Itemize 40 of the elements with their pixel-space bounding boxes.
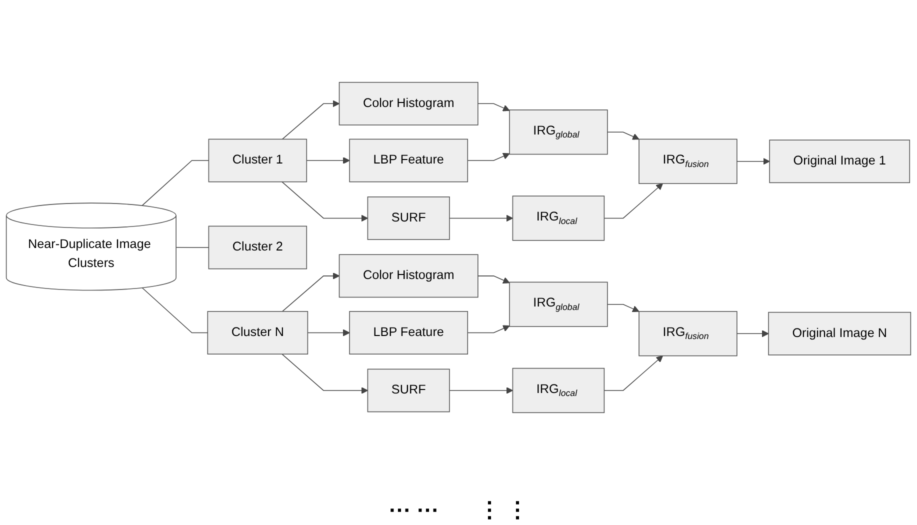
connector [142, 287, 208, 334]
arrow [607, 304, 640, 312]
node-box: SURF [367, 196, 450, 240]
node-box: Original Image 1 [769, 140, 910, 184]
node-box: IRG$_{local}$ [512, 196, 605, 241]
arrow [467, 152, 510, 161]
node-box: Color Histogram [338, 254, 478, 298]
arrow [467, 325, 510, 334]
arrow [736, 330, 769, 338]
arrow [282, 354, 368, 394]
connector [142, 160, 210, 206]
arrow [449, 214, 514, 222]
arrow [282, 100, 340, 140]
arrow [478, 276, 510, 284]
arrow [604, 183, 664, 219]
node-box: IRG$_{local}$ [512, 368, 605, 414]
node-box: SURF [367, 368, 450, 412]
node-box: Original Image N [768, 312, 912, 356]
arrow [449, 387, 514, 394]
node-box: Color Histogram [338, 82, 478, 126]
arrow [607, 132, 640, 140]
ellipsis-mark: ⋮ ⋮ [478, 497, 529, 523]
arrow [306, 157, 350, 164]
arrow [736, 158, 770, 165]
node-box: IRG$_{fusion}$ [638, 311, 738, 356]
node-box: LBP Feature [349, 311, 468, 354]
node-box: IRG$_{global}$ [509, 110, 608, 155]
arrow [282, 181, 368, 222]
arrow [282, 272, 340, 312]
node-box: IRG$_{global}$ [509, 282, 608, 327]
arrow [604, 356, 664, 391]
node-box: Cluster N [207, 311, 308, 354]
node-box: LBP Feature [349, 138, 468, 182]
arrow [307, 329, 350, 336]
ellipsis-mark: ⋯ ⋯ [388, 497, 438, 523]
arrow [478, 103, 510, 112]
node-box: Cluster 2 [208, 226, 308, 270]
node-box: Cluster 1 [208, 138, 308, 182]
node-box: IRG$_{fusion}$ [638, 138, 738, 184]
connector [176, 246, 210, 248]
